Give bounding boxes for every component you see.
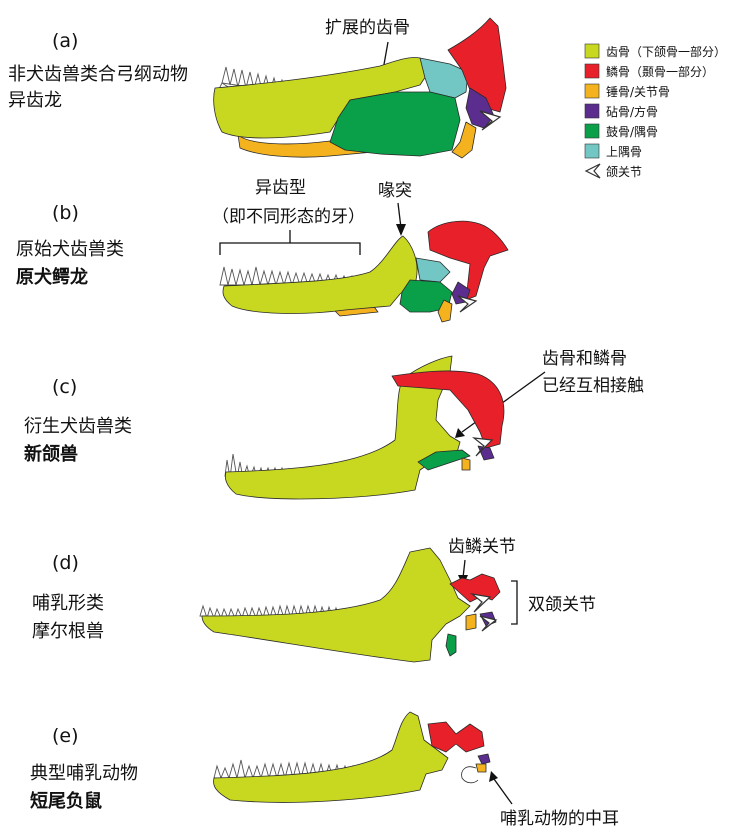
panel-d-species: 摩尔根兽 bbox=[32, 621, 104, 642]
legend-label-malleus: 锤骨/关节骨 bbox=[606, 84, 670, 99]
chevron-joint-icon bbox=[584, 163, 601, 179]
legend-swatch-incus bbox=[584, 103, 600, 119]
panel-d: (d) 哺乳形类 摩尔根兽 齿鳞关节 双颌关节 bbox=[32, 537, 596, 663]
panel-c-jaw-joint-icon bbox=[472, 437, 494, 457]
panel-a-species: 异齿龙 bbox=[8, 90, 62, 111]
panel-c-dentary bbox=[224, 355, 461, 500]
panel-d-malleus bbox=[465, 613, 477, 631]
panel-a-malleus bbox=[451, 121, 477, 159]
panel-a-jaw-joint-icon bbox=[479, 110, 502, 131]
panel-e-incus bbox=[477, 753, 491, 765]
panel-b-surangular bbox=[415, 257, 451, 283]
legend-swatch-malleus bbox=[584, 83, 600, 99]
panel-e-tympanic bbox=[461, 766, 479, 784]
panel-e-note-arrow bbox=[493, 778, 513, 805]
panel-e: (e) 典型哺乳动物 短尾负鼠 哺乳动物的中耳 bbox=[30, 711, 619, 829]
panel-b-jaw-joint-icon bbox=[457, 295, 478, 313]
panel-d-note-double-joint: 双颌关节 bbox=[528, 595, 596, 615]
legend-label-jaw-joint: 颌关节 bbox=[606, 164, 642, 179]
legend-label-surangular: 上隅骨 bbox=[606, 145, 642, 159]
panel-c: (c) 衍生犬齿兽类 新颌兽 齿骨和鳞骨 已经互相接触 bbox=[24, 349, 644, 500]
legend-swatch-dentary bbox=[584, 43, 600, 59]
legend-label-dentary: 齿骨（下颌骨一部分） bbox=[606, 44, 726, 59]
panel-a-group: 非犬齿兽类合弓纲动物 bbox=[8, 64, 188, 85]
legend-swatch-squamosal bbox=[584, 63, 600, 79]
panel-d-letter: (d) bbox=[52, 552, 79, 574]
panel-b-group: 原始犬齿兽类 bbox=[16, 239, 124, 260]
panel-b-bracket bbox=[219, 242, 361, 255]
panel-b-dentary bbox=[222, 235, 418, 314]
panel-a: (a) 非犬齿兽类合弓纲动物 异齿龙 扩展的齿骨 bbox=[8, 17, 507, 159]
panel-c-letter: (c) bbox=[52, 376, 77, 398]
panel-d-jaw-joint-icon-upper bbox=[469, 593, 492, 613]
panel-c-species: 新颌兽 bbox=[24, 443, 78, 465]
panel-e-malleus bbox=[475, 763, 487, 773]
panel-b-tympanic bbox=[399, 279, 453, 313]
panel-b-squamosal bbox=[427, 220, 509, 301]
panel-c-note-arrowhead bbox=[455, 428, 465, 438]
panel-d-group: 哺乳形类 bbox=[32, 593, 104, 614]
panel-c-malleus bbox=[461, 457, 471, 471]
panel-e-species: 短尾负鼠 bbox=[30, 790, 102, 812]
legend-swatch-tympanic bbox=[584, 123, 600, 139]
panel-e-dentary bbox=[213, 711, 449, 803]
panel-b-note-heterodont-desc: （即不同形态的牙） bbox=[212, 207, 365, 227]
panel-c-group: 衍生犬齿兽类 bbox=[24, 416, 132, 437]
legend-label-incus: 砧骨/方骨 bbox=[606, 104, 658, 119]
panel-b-malleus bbox=[437, 299, 453, 323]
panel-d-bracket bbox=[511, 580, 518, 625]
panel-d-note-dentosquamosal: 齿鳞关节 bbox=[448, 537, 516, 557]
legend-label-squamosal: 鳞骨（颞骨一部分） bbox=[606, 64, 714, 79]
panel-d-dentary bbox=[201, 547, 471, 663]
panel-e-group: 典型哺乳动物 bbox=[30, 763, 138, 784]
panel-a-note: 扩展的齿骨 bbox=[325, 18, 410, 38]
panel-b-note-heterodont: 异齿型 bbox=[255, 178, 306, 198]
legend: 齿骨（下颌骨一部分） 鳞骨（颞骨一部分） 锤骨/关节骨 砧骨/方骨 鼓骨/隅骨 … bbox=[584, 43, 726, 179]
panel-c-tympanic bbox=[417, 449, 471, 471]
panel-b-species: 原犬鳄龙 bbox=[16, 266, 88, 288]
panel-c-note-line1: 齿骨和鳞骨 bbox=[542, 349, 627, 369]
panel-e-letter: (e) bbox=[52, 725, 79, 747]
panel-e-squamosal bbox=[427, 721, 485, 753]
panel-e-note-arrowhead bbox=[489, 771, 498, 782]
panel-b-note-coronoid: 喙突 bbox=[378, 181, 412, 201]
panel-d-jaw-joint-icon-lower bbox=[479, 615, 498, 632]
panel-d-tympanic bbox=[445, 633, 457, 657]
panel-b-coronoid-arrow bbox=[397, 202, 402, 229]
panel-a-tympanic bbox=[329, 91, 461, 157]
legend-swatch-surangular bbox=[584, 143, 600, 159]
panel-c-note-line2: 已经互相接触 bbox=[542, 376, 644, 396]
legend-label-tympanic: 鼓骨/隅骨 bbox=[606, 125, 658, 139]
panel-d-squamosal bbox=[449, 573, 501, 603]
panel-e-note-middle-ear: 哺乳动物的中耳 bbox=[500, 809, 619, 829]
panel-a-surangular bbox=[419, 57, 469, 99]
panel-b-letter: (b) bbox=[52, 202, 79, 224]
panel-b: (b) 原始犬齿兽类 原犬鳄龙 异齿型 （即不同形态的牙） 喙突 bbox=[16, 178, 509, 323]
panel-a-letter: (a) bbox=[52, 30, 78, 52]
panel-c-incus bbox=[477, 445, 495, 461]
panel-b-coronoid-arrowhead bbox=[396, 224, 406, 236]
